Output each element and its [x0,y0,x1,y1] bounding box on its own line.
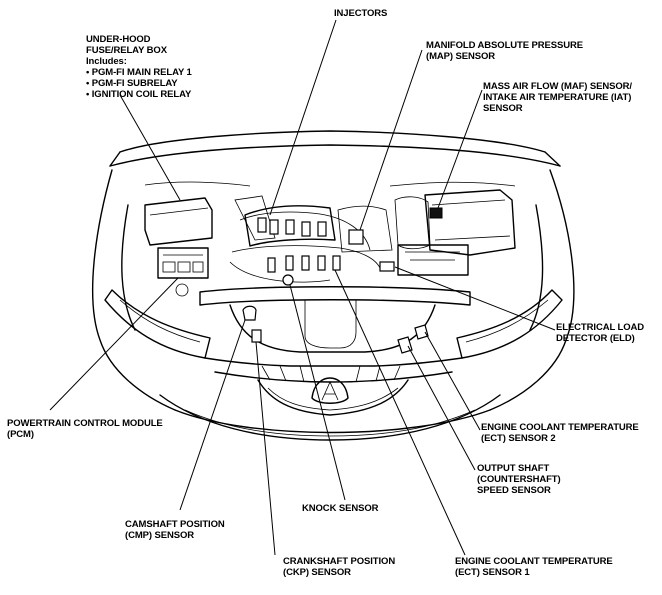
label-line: UNDER-HOOD [86,34,151,45]
label-line: ENGINE COOLANT TEMPERATURE [481,422,639,433]
label-line: ELECTRICAL LOAD [556,322,645,333]
label-line: MANIFOLD ABSOLUTE PRESSURE [426,40,583,51]
label-output-shaft-speed-sensor: OUTPUT SHAFT (COUNTERSHAFT) SPEED SENSOR [477,463,561,496]
label-cmp-sensor: CAMSHAFT POSITION (CMP) SENSOR [125,519,225,541]
label-injectors: INJECTORS [334,8,387,19]
label-line: (MAP) SENSOR [426,51,495,62]
label-line: (ECT) SENSOR 2 [481,433,556,444]
label-fuse-relay-box: UNDER-HOOD FUSE/RELAY BOX Includes: • PG… [86,34,192,100]
label-line: • PGM-FI MAIN RELAY 1 [86,67,192,78]
label-line: INJECTORS [334,8,388,19]
label-line: KNOCK SENSOR [302,503,379,514]
label-line: (COUNTERSHAFT) [477,474,561,485]
label-line: CAMSHAFT POSITION [125,519,225,530]
label-ckp-sensor: CRANKSHAFT POSITION (CKP) SENSOR [283,556,395,578]
label-ect-sensor-1: ENGINE COOLANT TEMPERATURE (ECT) SENSOR … [455,556,613,578]
injectors-top [257,217,327,237]
label-line: (PCM) [7,429,34,440]
label-line: • PGM-FI SUBRELAY [86,78,178,89]
label-line: (CMP) SENSOR [125,530,194,541]
label-line: (ECT) SENSOR 1 [455,567,530,578]
label-line: Includes: [86,56,127,67]
label-map-sensor: MANIFOLD ABSOLUTE PRESSURE (MAP) SENSOR [426,40,583,62]
label-line: SENSOR [483,103,523,114]
label-line: OUTPUT SHAFT [477,463,550,474]
label-line: MASS AIR FLOW (MAF) SENSOR/ [483,81,632,92]
label-line: DETECTOR (ELD) [556,333,635,344]
label-ect-sensor-2: ENGINE COOLANT TEMPERATURE (ECT) SENSOR … [481,422,639,444]
label-eld: ELECTRICAL LOAD DETECTOR (ELD) [556,322,644,344]
label-line: SPEED SENSOR [477,485,551,496]
label-line: ENGINE COOLANT TEMPERATURE [455,556,613,567]
leader-lines [49,19,556,556]
label-line: INTAKE AIR TEMPERATURE (IAT) [483,92,632,103]
label-line: (CKP) SENSOR [283,567,351,578]
label-line: FUSE/RELAY BOX [86,45,167,56]
label-maf-iat-sensor: MASS AIR FLOW (MAF) SENSOR/ INTAKE AIR T… [483,81,632,114]
label-line: • IGNITION COIL RELAY [86,89,192,100]
injectors-bottom [267,255,341,273]
label-knock-sensor: KNOCK SENSOR [302,503,379,514]
label-line: POWERTRAIN CONTROL MODULE [7,418,163,429]
label-line: CRANKSHAFT POSITION [283,556,396,567]
label-pcm: POWERTRAIN CONTROL MODULE (PCM) [7,418,163,440]
